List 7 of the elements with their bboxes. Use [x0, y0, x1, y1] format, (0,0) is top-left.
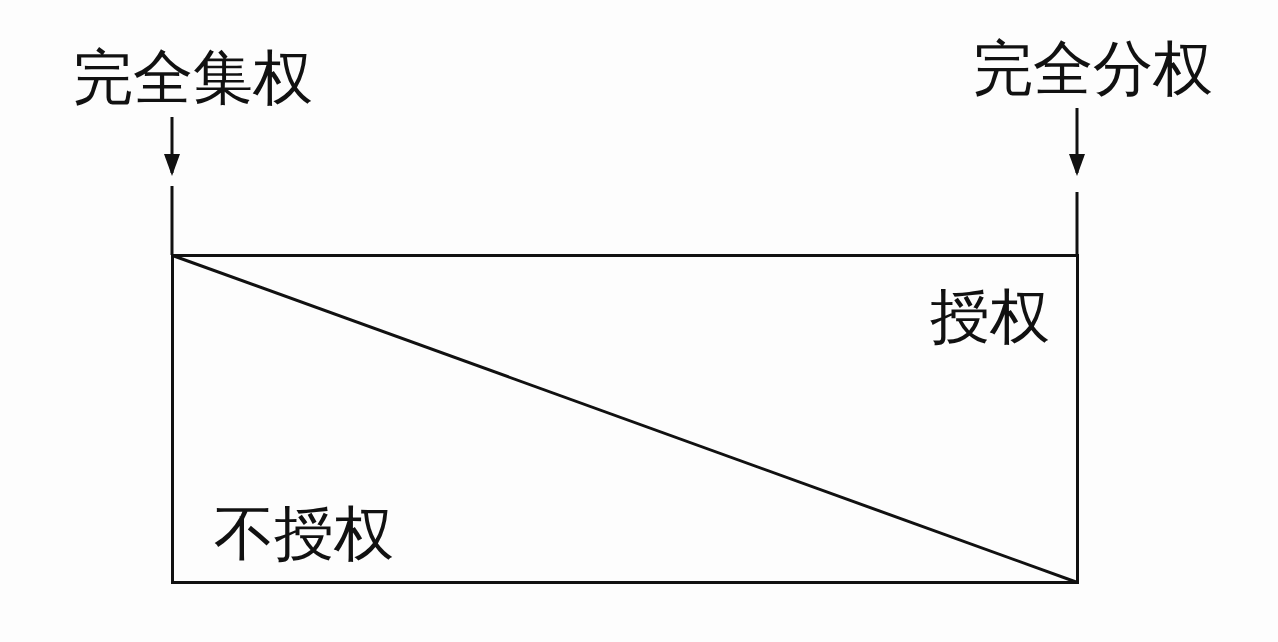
region-label: 授权 — [930, 286, 1050, 346]
arrow — [1069, 108, 1085, 176]
scale-end-label: 完全集权 — [73, 47, 313, 107]
region-label: 不授权 — [214, 503, 394, 563]
scale-end-label: 完全分权 — [973, 38, 1213, 98]
arrow — [164, 117, 180, 176]
diagonal-split-box — [170, 253, 1079, 584]
